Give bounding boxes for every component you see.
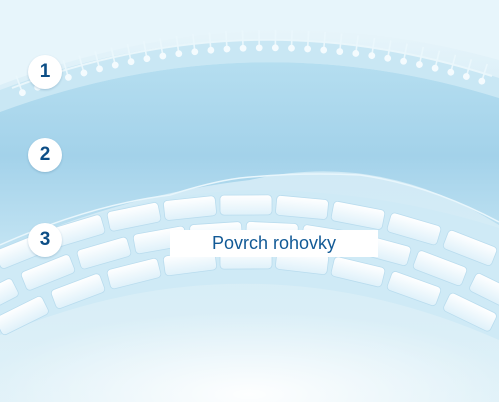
epithelial-cell bbox=[275, 195, 329, 220]
layer-2-badge: 2 bbox=[28, 138, 62, 172]
layer-3-badge: 3 bbox=[28, 223, 62, 257]
layer-1-badge: 1 bbox=[28, 55, 62, 89]
corneal-surface-label: Povrch rohovky bbox=[170, 230, 378, 257]
epithelial-cell bbox=[220, 195, 272, 215]
